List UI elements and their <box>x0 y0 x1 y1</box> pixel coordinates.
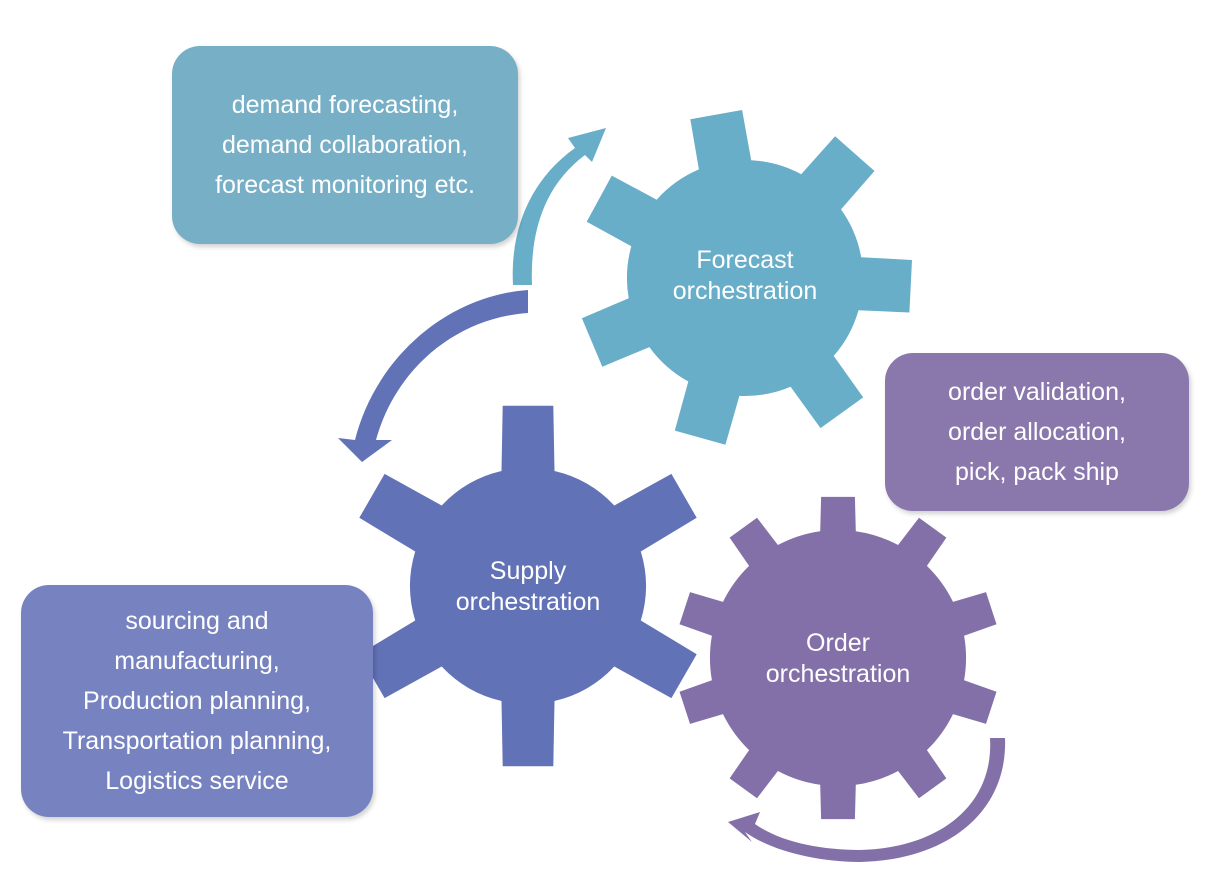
forecast-gear-label: Forecast orchestration <box>630 240 860 312</box>
forecast-gear <box>581 110 912 445</box>
order-gear-label-line-2: orchestration <box>765 660 911 688</box>
forecast-gear-label-line-1: Forecast <box>696 246 794 274</box>
order-box-line: order allocation, <box>948 418 1126 446</box>
forecast-description-box: demand forecasting, demand collaboration… <box>172 46 518 244</box>
forecast-gear-label-line-2: orchestration <box>672 277 818 305</box>
forecast-box-line: forecast monitoring etc. <box>215 171 475 199</box>
supply-arrow <box>338 290 528 462</box>
supply-gear <box>359 405 697 767</box>
order-gear-label: Order orchestration <box>723 623 953 695</box>
forecast-box-line: demand forecasting, <box>231 91 459 119</box>
order-box-line: order validation, <box>948 378 1126 406</box>
order-gear <box>679 496 997 820</box>
supply-box-line: sourcing and <box>125 607 269 635</box>
forecast-arrow <box>512 128 606 285</box>
supply-description-box: sourcing and manufacturing, Production p… <box>21 585 373 817</box>
supply-box-line: manufacturing, <box>114 647 280 675</box>
order-gear-label-line-1: Order <box>806 629 870 657</box>
supply-box-line: Logistics service <box>105 767 289 795</box>
supply-gear-label-line-1: Supply <box>489 557 567 585</box>
order-description-box: order validation, order allocation, pick… <box>885 353 1189 511</box>
supply-gear-label: Supply orchestration <box>413 551 643 623</box>
supply-gear-label-line-2: orchestration <box>455 588 601 616</box>
supply-box-line: Production planning, <box>83 687 311 715</box>
supply-box-line: Transportation planning, <box>62 727 332 755</box>
forecast-box-line: demand collaboration, <box>222 131 468 159</box>
order-box-line: pick, pack ship <box>955 458 1119 486</box>
